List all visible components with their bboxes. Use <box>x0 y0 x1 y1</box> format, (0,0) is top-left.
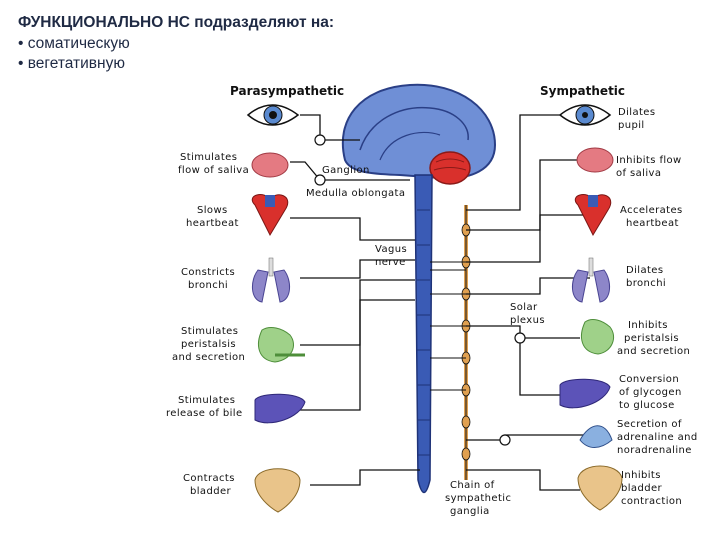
right-pupil-label-2: pupil <box>618 120 645 131</box>
brain-illustration <box>341 83 497 185</box>
right-bladder-label-3: contraction <box>621 496 682 507</box>
right-saliva-label-2: of saliva <box>616 168 661 179</box>
right-peristalsis-label-2: peristalsis <box>624 333 679 344</box>
right-salivary-gland <box>576 147 614 173</box>
right-adrenal-gland <box>579 425 613 448</box>
vagus-label-1: Vagus <box>375 244 407 255</box>
right-peristalsis-label-1: Inhibits <box>628 320 668 331</box>
right-heart <box>574 194 612 237</box>
left-bile-label-2: release of bile <box>166 408 243 419</box>
right-bronchi-label-1: Dilates <box>626 265 663 276</box>
right-adrenaline-label-3: noradrenaline <box>617 445 692 456</box>
right-peristalsis-label-3: and secretion <box>617 346 690 357</box>
chain-ganglia <box>461 223 471 461</box>
right-adrenaline-label-1: Secretion of <box>617 419 682 430</box>
spinal-segments <box>417 209 430 456</box>
parasympathetic-title: Parasympathetic <box>230 84 344 98</box>
left-lungs <box>252 257 290 303</box>
left-saliva-label-1: Stimulates <box>180 152 237 163</box>
right-glycogen-label-3: to glucose <box>619 400 675 411</box>
left-bladder-label-2: bladder <box>190 486 232 497</box>
slide-title: ФУНКЦИОНАЛЬНО НС подразделяют на: <box>18 14 334 31</box>
right-liver <box>559 378 611 409</box>
medulla-label: Medulla oblongata <box>306 188 405 199</box>
solar-plexus-label-1: Solar <box>510 302 538 313</box>
left-bile-label-1: Stimulates <box>178 395 235 406</box>
left-heart <box>251 194 289 237</box>
right-adrenaline-label-2: adrenaline and <box>617 432 698 443</box>
chain-label-2: sympathetic <box>445 493 511 504</box>
spinal-cord <box>414 174 433 494</box>
left-eye <box>246 104 300 126</box>
right-eye <box>558 104 612 126</box>
chain-label-1: Chain of <box>450 480 495 491</box>
right-bladder-label-2: bladder <box>621 483 663 494</box>
left-saliva-label-2: flow of saliva <box>178 165 249 176</box>
horizontal-connectors <box>430 261 466 391</box>
left-peristalsis-label-1: Stimulates <box>181 326 238 337</box>
vagus-label-2: nerve <box>375 257 406 268</box>
right-stomach <box>581 319 614 355</box>
chain-label-3: ganglia <box>450 506 490 517</box>
right-bladder-label-1: Inhibits <box>621 470 661 481</box>
right-bladder <box>577 465 623 511</box>
bullet-somatic: • соматическую <box>18 35 130 52</box>
left-peristalsis-label-2: peristalsis <box>181 339 236 350</box>
right-heart-label-1: Accelerates <box>620 205 683 216</box>
left-heart-label-2: heartbeat <box>186 218 239 229</box>
bullet-vegetative: • вегетативную <box>18 55 125 72</box>
left-bronchi-label-2: bronchi <box>188 280 228 291</box>
left-heart-label-1: Slows <box>197 205 228 216</box>
left-peristalsis-label-3: and secretion <box>172 352 245 363</box>
right-lungs <box>572 257 610 303</box>
ganglion-label: Ganglion <box>322 165 370 176</box>
right-glycogen-label-1: Conversion <box>619 374 679 385</box>
left-liver <box>254 393 306 424</box>
left-bladder <box>254 468 301 513</box>
right-saliva-label-1: Inhibits flow <box>616 155 682 166</box>
solar-plexus-label-2: plexus <box>510 315 545 326</box>
left-bronchi-label-1: Constricts <box>181 267 235 278</box>
parasympathetic-ganglia <box>314 134 326 186</box>
left-salivary-gland <box>251 152 289 178</box>
right-pupil-label-1: Dilates <box>618 107 655 118</box>
right-bronchi-label-2: bronchi <box>626 278 666 289</box>
sympathetic-title: Sympathetic <box>540 84 625 98</box>
left-bladder-label-1: Contracts <box>183 473 235 484</box>
right-glycogen-label-2: of glycogen <box>619 387 682 398</box>
sympathetic-ganglia <box>499 332 526 446</box>
parasympathetic-nerves <box>290 114 420 486</box>
right-heart-label-2: heartbeat <box>626 218 679 229</box>
left-stomach <box>258 327 305 363</box>
slide-header: ФУНКЦИОНАЛЬНО НС подразделяют на: • сома… <box>18 6 334 74</box>
